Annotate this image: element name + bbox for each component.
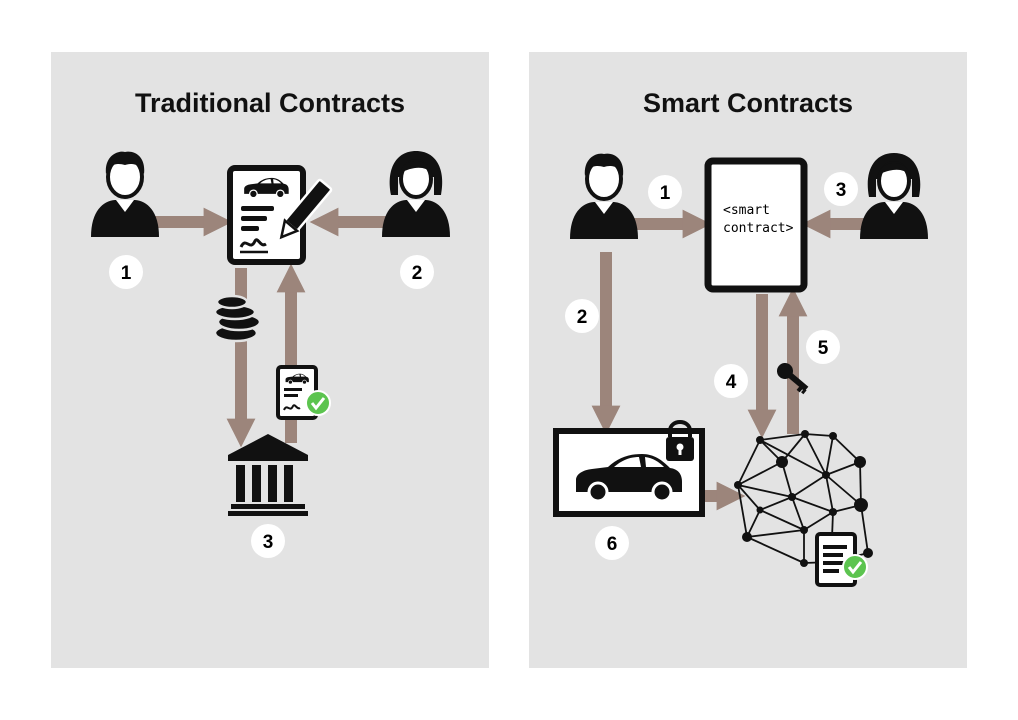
svg-text:6: 6 bbox=[607, 534, 618, 555]
svg-text:3: 3 bbox=[263, 532, 274, 553]
svg-text:4: 4 bbox=[726, 372, 737, 393]
smart-contract-line-1: <smart bbox=[723, 203, 770, 218]
step-badge-smart-2: 2 bbox=[565, 299, 599, 333]
svg-text:1: 1 bbox=[121, 263, 132, 284]
blockchain-network-icon bbox=[734, 430, 873, 567]
step-badge-smart-5: 5 bbox=[806, 330, 840, 364]
step-badge-smart-1: 1 bbox=[648, 175, 682, 209]
seller-woman-icon bbox=[858, 151, 930, 241]
woman-icon bbox=[380, 149, 452, 239]
step-badge-smart-3: 3 bbox=[824, 172, 858, 206]
svg-text:2: 2 bbox=[412, 263, 423, 284]
man-icon bbox=[89, 149, 161, 239]
svg-text:5: 5 bbox=[818, 338, 829, 359]
signed-contract-icon bbox=[227, 165, 333, 265]
svg-text:1: 1 bbox=[660, 183, 671, 204]
step-badge-smart-6: 6 bbox=[595, 526, 629, 560]
step-badge-traditional-2: 2 bbox=[400, 255, 434, 289]
step-badge-traditional-1: 1 bbox=[109, 255, 143, 289]
key-icon bbox=[777, 363, 809, 395]
traditional-contracts-title: Traditional Contracts bbox=[134, 88, 406, 118]
network-approved-document-icon bbox=[815, 532, 868, 587]
approved-document-icon bbox=[276, 365, 331, 420]
step-badge-smart-4: 4 bbox=[714, 364, 748, 398]
smart-contracts-title: Smart Contracts bbox=[642, 88, 854, 118]
buyer-man-icon bbox=[568, 151, 640, 241]
coins-icon bbox=[213, 294, 262, 343]
step-badge-traditional-3: 3 bbox=[251, 524, 285, 558]
smart-contract-line-2: contract> bbox=[723, 221, 794, 236]
svg-text:3: 3 bbox=[836, 180, 847, 201]
smart-contract-box: <smart contract> bbox=[704, 157, 808, 293]
locked-car-icon bbox=[553, 420, 705, 517]
bank-icon bbox=[228, 434, 308, 516]
svg-text:2: 2 bbox=[577, 307, 588, 328]
